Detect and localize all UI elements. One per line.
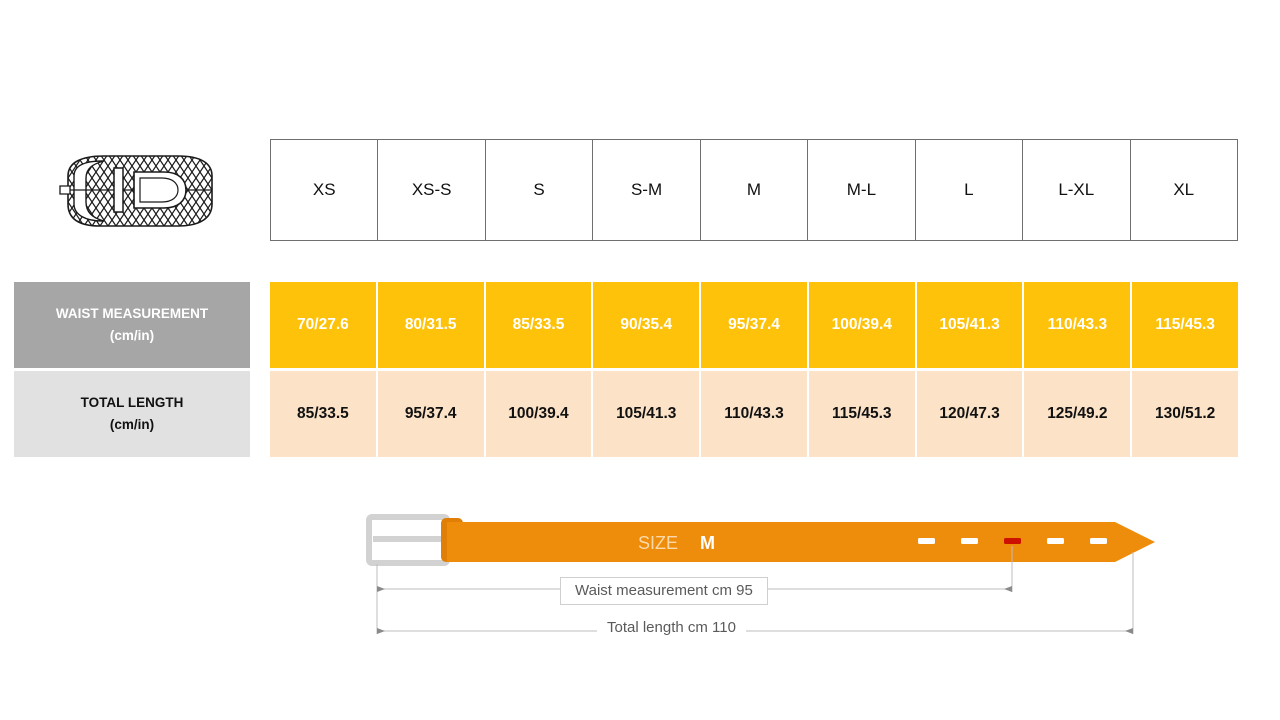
belt-hole-3-selected [1004, 538, 1021, 544]
waist-value-s-m: 90/35.4 [593, 282, 702, 368]
belt-hole-2 [961, 538, 978, 544]
waist-value-m: 95/37.4 [701, 282, 809, 368]
length-value-s-m: 105/41.3 [593, 371, 702, 457]
length-label-line1: TOTAL LENGTH [80, 395, 184, 411]
length-value-xl: 130/51.2 [1132, 371, 1239, 457]
braided-belt-icon [52, 142, 224, 238]
total-length-row: TOTAL LENGTH (cm/in) 85/33.5 95/37.4 100… [14, 371, 1239, 457]
size-header-cell-xs-s: XS-S [377, 139, 486, 241]
length-label-line2: (cm/in) [109, 417, 155, 432]
measurement-rows: WAIST MEASUREMENT (cm/in) 70/27.6 80/31.… [14, 282, 1239, 457]
waist-value-m-l: 100/39.4 [808, 282, 917, 368]
waist-value-xs: 70/27.6 [270, 282, 378, 368]
belt-hole-5 [1090, 538, 1107, 544]
total-length-dimension-label: Total length cm 110 [597, 619, 746, 636]
belt-diagram: SIZE M [355, 500, 1155, 660]
waist-value-xl: 115/45.3 [1132, 282, 1239, 368]
size-header-table: XS XS-S S S-M M M-L L L-XL XL [269, 139, 1238, 241]
size-header-cell-m: M [699, 139, 809, 241]
length-value-l: 120/47.3 [916, 371, 1025, 457]
waist-label-line1: WAIST MEASUREMENT [55, 306, 209, 322]
size-header-cell-s: S [484, 139, 594, 241]
length-value-m-l: 115/45.3 [808, 371, 917, 457]
waist-value-l-xl: 110/43.3 [1024, 282, 1133, 368]
belt-buckle-icon [366, 514, 450, 566]
waist-value-cells: 70/27.6 80/31.5 85/33.5 90/35.4 95/37.4 … [270, 282, 1239, 368]
length-value-cells: 85/33.5 95/37.4 100/39.4 105/41.3 110/43… [270, 371, 1239, 457]
size-header-cell-m-l: M-L [807, 139, 916, 241]
waist-value-l: 105/41.3 [916, 282, 1025, 368]
size-header-cell-xs: XS [269, 139, 379, 241]
waist-dimension-label: Waist measurement cm 95 [560, 577, 768, 605]
size-header-cell-l-xl: L-XL [1022, 139, 1131, 241]
size-header-row: XS XS-S S S-M M M-L L L-XL XL [269, 139, 1238, 241]
waist-value-xs-s: 80/31.5 [377, 282, 486, 368]
waist-label-line2: (cm/in) [109, 328, 155, 343]
waist-measurement-label: WAIST MEASUREMENT (cm/in) [14, 282, 250, 368]
belt-size-prefix-label: SIZE [638, 533, 678, 553]
length-value-l-xl: 125/49.2 [1024, 371, 1133, 457]
waist-measurement-row: WAIST MEASUREMENT (cm/in) 70/27.6 80/31.… [14, 282, 1239, 368]
size-header-cell-l: L [914, 139, 1024, 241]
belt-size-value-label: M [700, 533, 715, 553]
length-value-xs: 85/33.5 [270, 371, 378, 457]
length-value-s: 100/39.4 [485, 371, 594, 457]
total-length-label: TOTAL LENGTH (cm/in) [14, 371, 250, 457]
row-gap [250, 282, 270, 368]
waist-value-s: 85/33.5 [485, 282, 594, 368]
size-header-cell-xl: XL [1129, 139, 1238, 241]
row-gap [250, 371, 270, 457]
length-value-xs-s: 95/37.4 [377, 371, 486, 457]
belt-hole-4 [1047, 538, 1064, 544]
belt-strap [447, 522, 1155, 562]
length-value-m: 110/43.3 [701, 371, 809, 457]
belt-hole-1 [918, 538, 935, 544]
size-header-cell-s-m: S-M [592, 139, 701, 241]
